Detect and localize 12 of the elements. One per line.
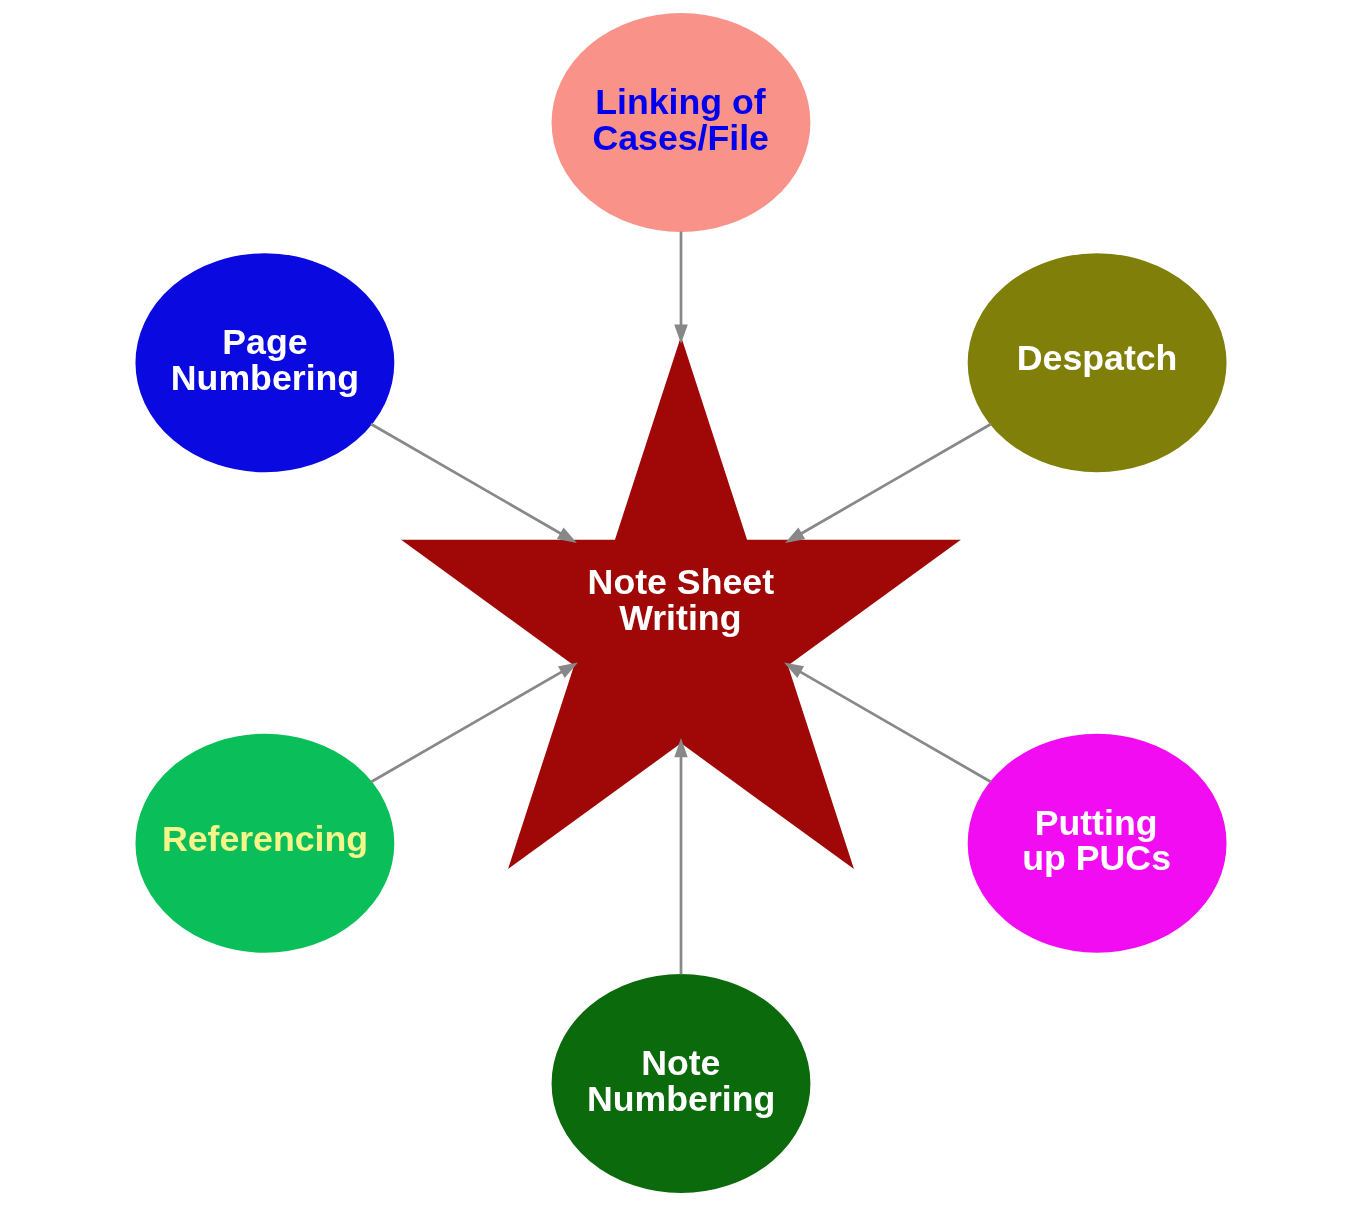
arrow bbox=[673, 231, 688, 344]
node-ellipse: Putting up PUCs bbox=[967, 733, 1227, 953]
node-ellipse: Referencing bbox=[134, 733, 394, 953]
arrow bbox=[783, 662, 992, 784]
node-ellipse: Note Numbering bbox=[551, 974, 810, 1193]
node-ellipse: Page Numbering bbox=[134, 253, 394, 473]
arrow bbox=[369, 662, 578, 784]
node-ellipse: Linking of Cases/File bbox=[551, 13, 810, 232]
arrow bbox=[673, 738, 688, 975]
arrow bbox=[369, 422, 577, 543]
arrow bbox=[784, 422, 992, 543]
node-ellipse: Despatch bbox=[967, 253, 1227, 473]
